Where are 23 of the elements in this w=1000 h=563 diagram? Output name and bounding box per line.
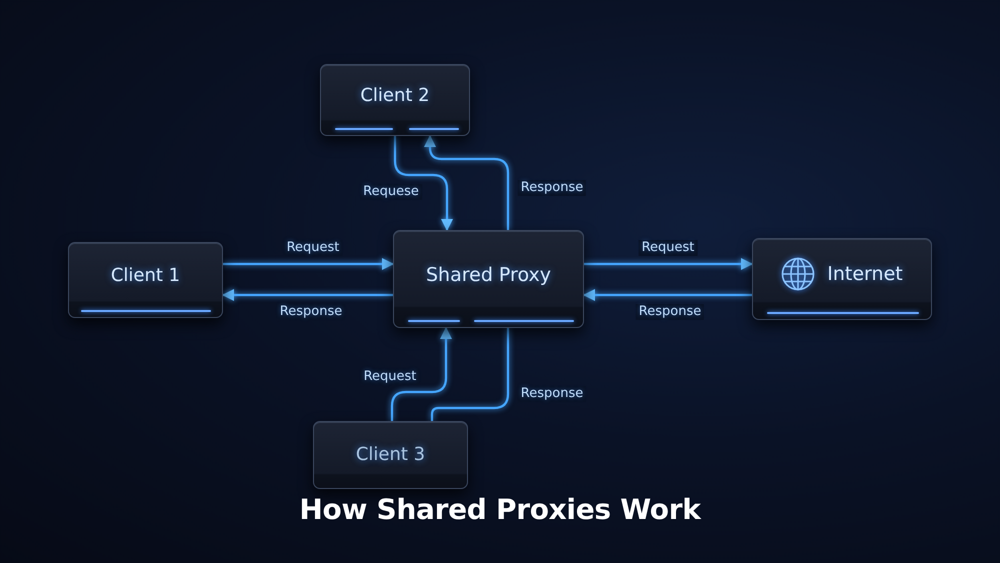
edge-label: Request — [638, 240, 698, 256]
edge-label: Response — [518, 180, 586, 196]
node-label: Client 3 — [356, 444, 426, 464]
arrow — [424, 135, 510, 230]
connector-line — [430, 328, 510, 421]
node-box — [68, 242, 223, 318]
node-label: Shared Proxy — [426, 264, 551, 286]
arrow — [394, 136, 453, 231]
arrow — [390, 327, 452, 421]
edge-label: Response — [636, 304, 704, 320]
node-box — [752, 238, 932, 320]
arrow — [222, 289, 393, 301]
diagram-title: How Shared Proxies Work — [299, 493, 701, 526]
node-label: Client 2 — [360, 84, 430, 106]
node-label: Client 1 — [110, 264, 180, 286]
arrow — [584, 258, 753, 270]
arrow — [583, 289, 752, 301]
node-box — [393, 230, 584, 328]
node-box — [320, 64, 470, 136]
node-box — [313, 421, 468, 489]
node-label: Internet — [827, 263, 903, 285]
edge-label: Requese — [360, 184, 422, 200]
arrow — [223, 258, 394, 270]
